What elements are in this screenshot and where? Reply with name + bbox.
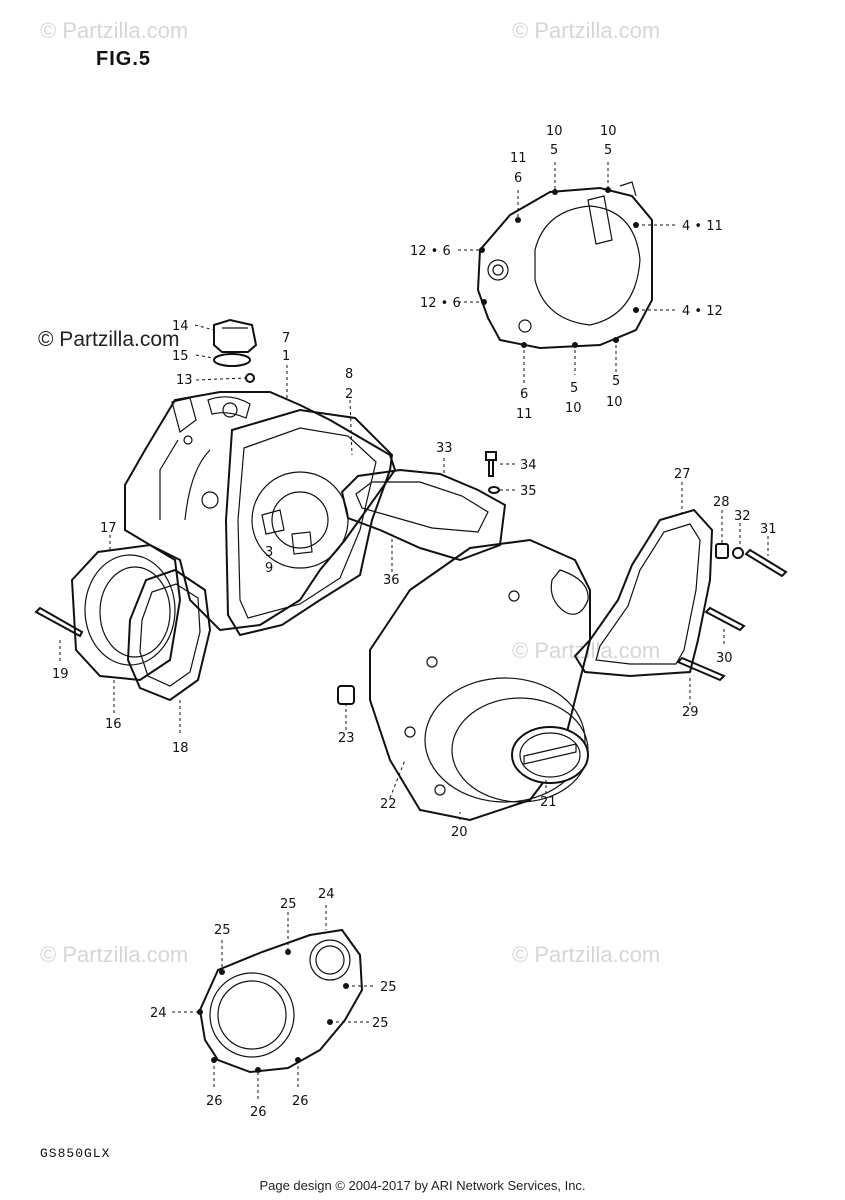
callout: 21 (540, 795, 557, 810)
callout: 25 (280, 897, 297, 912)
callout: 11 (510, 151, 527, 166)
callout: 20 (451, 825, 468, 840)
bolt-19[interactable] (34, 606, 84, 638)
callout: 25 (214, 923, 231, 938)
callout: 12 • 6 (420, 296, 461, 311)
dowel-28[interactable] (715, 543, 729, 559)
callout: 6 (514, 171, 522, 186)
callout: 2 (345, 387, 353, 402)
callout: 9 (265, 561, 273, 576)
oil-filler-cap[interactable] (213, 318, 258, 353)
callout: 11 (516, 407, 533, 422)
fastener-points (197, 187, 639, 1073)
callout: 32 (734, 509, 751, 524)
callout: 28 (713, 495, 730, 510)
callout: 4 • 11 (682, 219, 723, 234)
callout: 30 (716, 651, 733, 666)
callout: 35 (520, 484, 537, 499)
callout: 19 (52, 667, 69, 682)
callout: 17 (100, 521, 117, 536)
gasket-27[interactable] (573, 508, 714, 678)
watermark-bottom-right: © Partzilla.com (512, 942, 661, 967)
cover-plate[interactable] (340, 468, 507, 562)
dowel-23[interactable] (337, 685, 355, 705)
callout: 33 (436, 441, 453, 456)
callout: 16 (105, 717, 122, 732)
callout: 26 (206, 1094, 223, 1109)
watermark-top-right: © Partzilla.com (512, 18, 661, 43)
callout: 5 (550, 143, 558, 158)
washer-32[interactable] (732, 547, 744, 559)
callout: 4 • 12 (682, 304, 723, 319)
callout: 31 (760, 522, 777, 537)
leader-lines (59, 162, 769, 1100)
bolt-34[interactable] (485, 451, 497, 477)
callout: 6 (520, 387, 528, 402)
callout: 5 (604, 143, 612, 158)
crankcase-gasket[interactable] (224, 408, 394, 637)
callout: 10 (546, 124, 563, 139)
callout: 15 (172, 349, 189, 364)
watermark-mid-left: © Partzilla.com (38, 328, 180, 351)
callout: 5 (612, 374, 620, 389)
callout-numbers: 10 5 10 5 11 6 4 • 11 12 • 6 12 • 6 4 • … (52, 124, 777, 1120)
callout: 24 (318, 887, 335, 902)
sprocket-cover[interactable] (70, 543, 182, 682)
callout: 1 (282, 349, 290, 364)
callout: 7 (282, 331, 290, 346)
callout: 26 (250, 1105, 267, 1120)
o-ring[interactable] (213, 353, 251, 367)
callout: 22 (380, 797, 397, 812)
bolt-31[interactable] (744, 548, 788, 578)
model-code: GS850GLX (40, 1146, 111, 1161)
callout: 12 • 6 (410, 244, 451, 259)
callout: 3 (265, 545, 273, 560)
callout: 10 (606, 395, 623, 410)
washer-35[interactable] (488, 486, 500, 494)
callout: 18 (172, 741, 189, 756)
generator-cover[interactable] (476, 181, 653, 350)
bolt-29[interactable] (676, 656, 726, 682)
callout: 29 (682, 705, 699, 720)
callout: 5 (570, 381, 578, 396)
callout: 23 (338, 731, 355, 746)
callout: 10 (600, 124, 617, 139)
watermark-top-left: © Partzilla.com (40, 18, 189, 43)
bolt-13[interactable] (245, 373, 255, 383)
callout: 27 (674, 467, 691, 482)
bottom-cover[interactable] (198, 928, 364, 1074)
callout: 36 (383, 573, 400, 588)
callout: 14 (172, 319, 189, 334)
callout: 26 (292, 1094, 309, 1109)
callout: 13 (176, 373, 193, 388)
bolt-30[interactable] (704, 606, 746, 632)
callout: 25 (380, 980, 397, 995)
callout: 24 (150, 1006, 167, 1021)
page-footer: Page design © 2004-2017 by ARI Network S… (259, 1178, 586, 1193)
callout: 34 (520, 458, 537, 473)
callout: 10 (565, 401, 582, 416)
clutch-cover[interactable] (369, 538, 591, 822)
callout: 8 (345, 367, 353, 382)
figure-label: FIG.5 (96, 48, 152, 70)
callout: 25 (372, 1016, 389, 1031)
watermark-bottom-left: © Partzilla.com (40, 942, 189, 967)
crankcase[interactable] (124, 373, 397, 632)
gasket-18[interactable] (126, 568, 212, 702)
